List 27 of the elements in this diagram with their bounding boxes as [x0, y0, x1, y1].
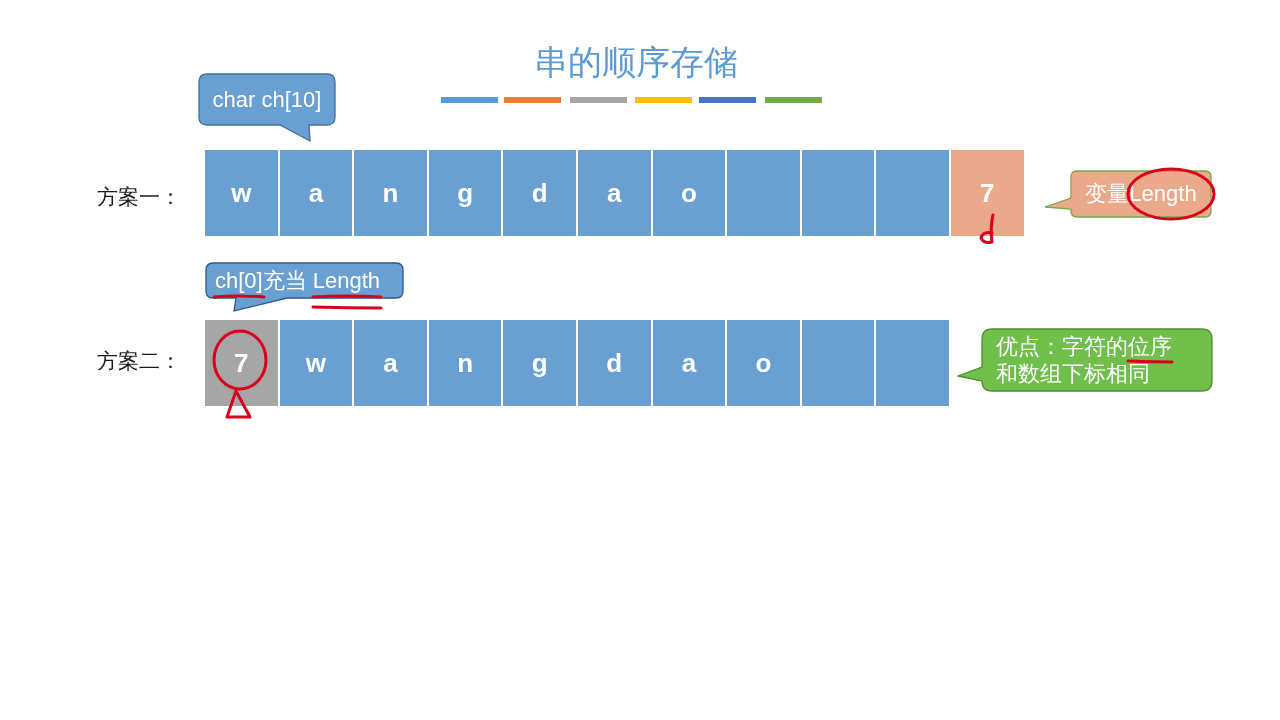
array-cell: d [503, 150, 576, 236]
array-cell: w [205, 150, 278, 236]
array-cell: 7 [951, 150, 1024, 236]
row-label: 方案一： [97, 184, 181, 210]
speech-bubble: 优点：字符的位序和数组下标相同 [957, 328, 1213, 392]
array-cell: a [652, 320, 726, 406]
empty-cell [876, 320, 949, 406]
array-cell: n [354, 150, 427, 236]
array-cell: n [428, 320, 502, 406]
empty-cell [876, 150, 949, 236]
empty-cell [801, 320, 875, 406]
speech-bubble: char ch[10] [198, 73, 336, 143]
row-label: 方案二： [97, 348, 181, 374]
array-cell: 7 [205, 320, 278, 406]
array-cell: d [578, 320, 651, 406]
array-cell: o [727, 320, 800, 406]
title: 串的顺序存储 [534, 42, 738, 83]
array-cell: g [503, 320, 576, 406]
array-cell: g [428, 150, 502, 236]
empty-cell [727, 150, 800, 236]
empty-cell [801, 150, 875, 236]
array-cell: a [279, 150, 353, 236]
speech-bubble: ch[0]充当 Length [205, 262, 404, 312]
array-cell: a [354, 320, 427, 406]
array-cell: o [652, 150, 726, 236]
array-cell: w [279, 320, 353, 406]
array-cell: a [578, 150, 651, 236]
